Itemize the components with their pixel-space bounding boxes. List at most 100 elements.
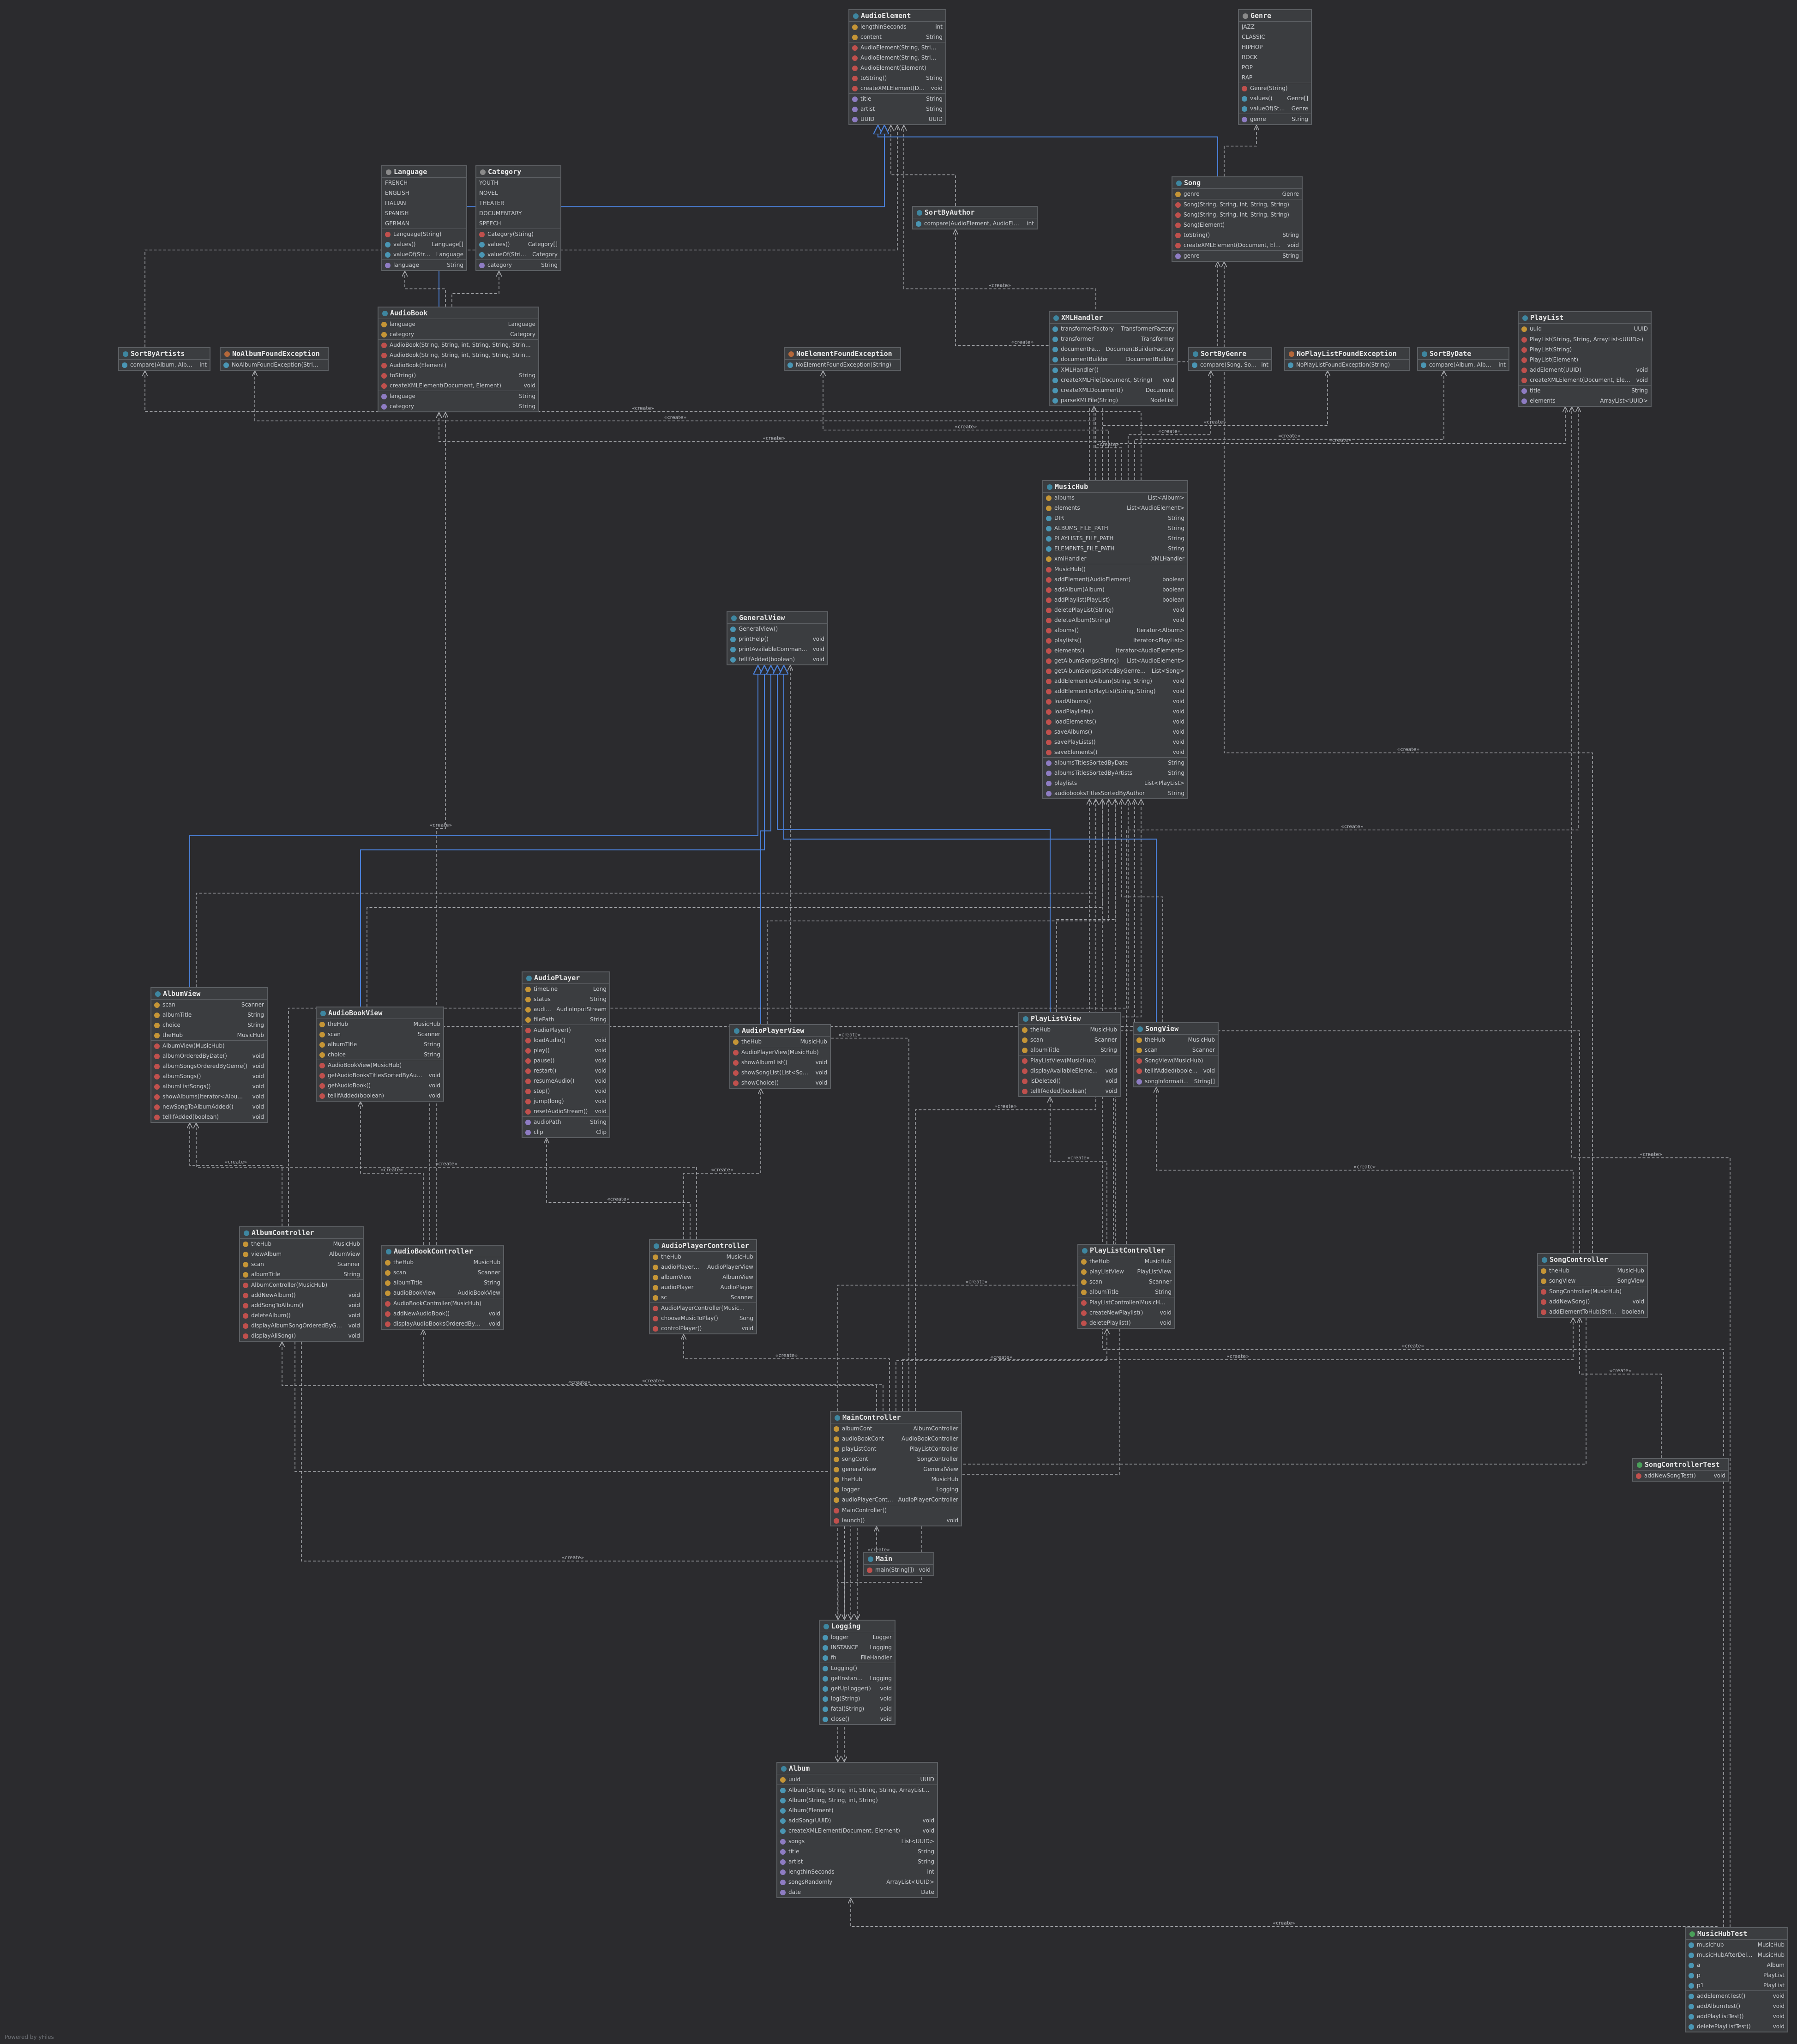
class-icon — [868, 1556, 873, 1562]
method-icon — [1046, 658, 1052, 664]
music-hub-methods-row: addElementToPlayList(String, String)void — [1043, 686, 1187, 696]
main-controller-fields-row: audioPlayerControllerAudioPlayerControll… — [831, 1495, 961, 1505]
album-view-methods-row: albumListSongs()void — [151, 1081, 267, 1091]
music-hub-methods-section: MusicHub()addElement(AudioElement)boolea… — [1043, 564, 1187, 757]
method-icon — [1521, 337, 1527, 343]
album-controller-methods-row: addSongToAlbum()void — [240, 1300, 363, 1310]
music-hub-test-methods-row: deletePlayListTest()void — [1686, 2021, 1787, 2032]
method-icon — [525, 1078, 531, 1084]
class-header: AudioElement — [849, 10, 945, 21]
album-view-methods-row: albumSongsOrderedByGenre()void — [151, 1061, 267, 1071]
class-icon — [1137, 1026, 1143, 1032]
dependency-edge — [405, 271, 446, 307]
create-stereotype-label: «create» — [1158, 428, 1180, 434]
method-icon — [730, 657, 736, 663]
method-icon — [243, 1333, 248, 1339]
create-stereotype-label: «create» — [1640, 1152, 1662, 1158]
method-icon — [1022, 1078, 1028, 1084]
category-methods-section: Category(String)values()Category[]valueO… — [476, 229, 560, 259]
field-icon — [1541, 1278, 1546, 1284]
method-icon — [823, 1665, 828, 1671]
audio-element-methods-row: AudioElement(String, String, int, String… — [849, 42, 945, 53]
audio-book-view-methods-section: AudioBookView(MusicHub)getAudioBooksTitl… — [317, 1060, 443, 1101]
audio-element-methods-row: AudioElement(String, String, int, String… — [849, 53, 945, 63]
field-icon — [525, 986, 531, 992]
field-icon — [653, 1254, 658, 1260]
class-name: Song — [1184, 179, 1201, 187]
method-icon — [381, 362, 387, 368]
create-dependency-edge — [684, 1334, 890, 1411]
music-hub-methods-row: loadPlaylists()void — [1043, 706, 1187, 717]
music-hub-methods-row: loadElements()void — [1043, 717, 1187, 727]
field-icon — [1521, 326, 1527, 332]
method-icon — [243, 1282, 248, 1288]
create-stereotype-label: «create» — [763, 435, 785, 441]
method-icon — [1046, 709, 1052, 715]
audio-player-view-methods-row: AudioPlayerView(MusicHub) — [730, 1047, 830, 1057]
method-icon — [381, 373, 387, 379]
audio-player-view-methods-row: showSongList(List<Song>)void — [730, 1067, 830, 1078]
property-icon — [1175, 253, 1181, 259]
method-icon — [154, 1053, 160, 1059]
class-icon — [1047, 484, 1052, 490]
class-name: SortByDate — [1430, 350, 1472, 358]
album-methods-row: Album(String, String, int, String, Strin… — [777, 1785, 937, 1795]
class-name: SongView — [1145, 1025, 1179, 1033]
create-dependency-edge — [838, 799, 1116, 1762]
property-icon — [852, 116, 858, 122]
method-icon — [1081, 1300, 1087, 1306]
method-icon — [823, 1696, 828, 1702]
property-icon — [385, 262, 391, 268]
album-controller-methods-row: AlbumController(MusicHub) — [240, 1280, 363, 1290]
